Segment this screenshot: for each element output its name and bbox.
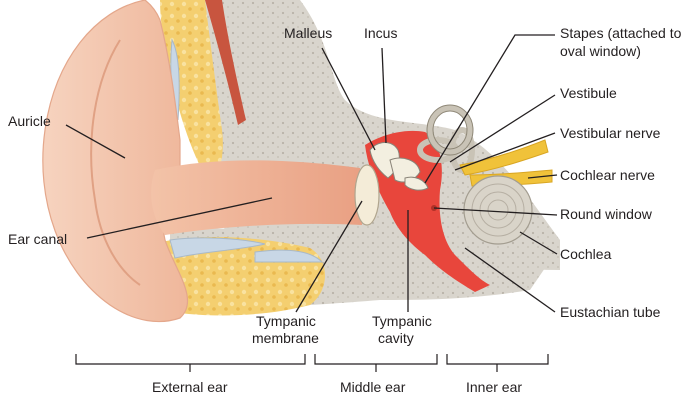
label-middle-ear: Middle ear bbox=[340, 379, 406, 395]
region-braces bbox=[75, 354, 549, 372]
label-tympanic-cavity-line2: cavity bbox=[378, 330, 414, 346]
leader-lines bbox=[65, 34, 558, 313]
cartilage bbox=[169, 38, 324, 263]
ossicles bbox=[369, 142, 429, 191]
region-labels: External ear Middle ear Inner ear bbox=[152, 379, 522, 395]
label-ear-canal: Ear canal bbox=[8, 231, 67, 247]
label-external-ear: External ear bbox=[152, 379, 228, 395]
semicircular-canals-outline bbox=[426, 104, 474, 156]
label-cochlea: Cochlea bbox=[560, 246, 612, 262]
auricle-fold bbox=[90, 39, 141, 286]
muscle-strip bbox=[205, 0, 246, 125]
ear-canal-shape bbox=[151, 160, 362, 235]
label-stapes-line2: oval window) bbox=[560, 43, 641, 59]
label-cochlear-nerve: Cochlear nerve bbox=[560, 167, 655, 183]
label-tympanic-membrane-line1: Tympanic bbox=[256, 313, 316, 329]
label-auricle: Auricle bbox=[8, 113, 51, 129]
label-vestibular-nerve: Vestibular nerve bbox=[560, 125, 661, 141]
label-stapes-line1: Stapes (attached to bbox=[560, 25, 682, 41]
structure-labels: Auricle Ear canal Malleus Incus Stapes (… bbox=[8, 25, 682, 346]
label-tympanic-cavity-line1: Tympanic bbox=[372, 313, 432, 329]
label-tympanic-membrane-line2: membrane bbox=[252, 330, 319, 346]
tympanic-membrane-shape bbox=[354, 164, 380, 226]
label-malleus: Malleus bbox=[284, 25, 332, 41]
label-eustachian-tube: Eustachian tube bbox=[560, 304, 661, 320]
label-round-window: Round window bbox=[560, 206, 653, 222]
auricle-shape bbox=[42, 0, 189, 323]
label-incus: Incus bbox=[364, 25, 397, 41]
label-vestibule: Vestibule bbox=[560, 85, 617, 101]
label-inner-ear: Inner ear bbox=[466, 379, 522, 395]
